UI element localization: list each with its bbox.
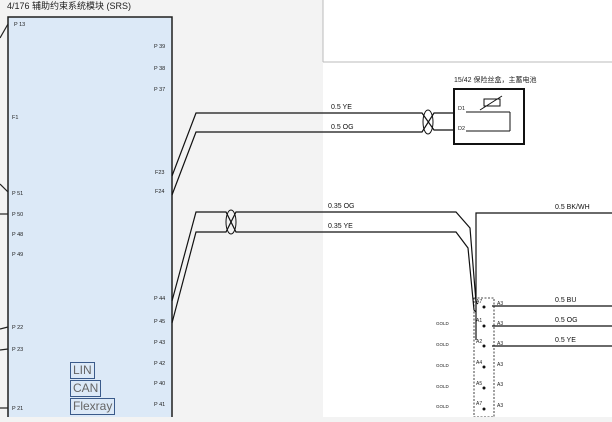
pin-p23: P 23: [12, 347, 23, 353]
pin-p50: P 50: [12, 212, 23, 218]
fuse-pin-d1: D1: [458, 106, 465, 112]
pin-p42: P 42: [154, 361, 165, 367]
conn-row-2-right: A3: [497, 321, 503, 327]
fuse-box-title: 15/42 保险丝盒，主蓄电池: [454, 75, 536, 84]
conn-row-5-right: A3: [497, 382, 503, 388]
pin-p45: P 45: [154, 319, 165, 325]
wire-label-035-ye: 0.35 YE: [328, 223, 353, 230]
conn-row-4-left: A4: [476, 360, 482, 366]
wire-label-bkwh: 0.5 BK/WH: [555, 204, 590, 211]
twist-marker-2: [225, 209, 237, 235]
connector-pins: [482, 305, 486, 411]
pin-p48: P 48: [12, 232, 23, 238]
pin-p39: P 39: [154, 44, 165, 50]
gold-label-1: GOLD: [436, 321, 450, 326]
conn-row-3-right: A3: [497, 341, 503, 347]
left-stubs: [0, 23, 9, 409]
paper-area: [323, 0, 612, 62]
twist-marker-1: [422, 109, 434, 135]
pin-p40: P 40: [154, 381, 165, 387]
fuse-pin-d2: D2: [458, 126, 465, 132]
wire-label-ye-2: 0.5 YE: [555, 337, 576, 344]
fuse-box: [453, 88, 525, 145]
conn-row-6-left: A7: [476, 401, 482, 407]
pin-p37: P 37: [154, 87, 165, 93]
wire-label-og-2: 0.5 OG: [555, 317, 578, 324]
wire-pair-fuse: [171, 112, 454, 196]
gold-label-2: GOLD: [436, 342, 450, 347]
pin-p13: P 13: [14, 22, 25, 28]
pin-p41: P 41: [154, 402, 165, 408]
flexray-bus-label: Flexray: [70, 398, 116, 415]
gold-label-5: GOLD: [436, 404, 450, 409]
wire-label-035-og: 0.35 OG: [328, 203, 354, 210]
can-bus-label: CAN: [70, 380, 102, 397]
pin-p21: P 21: [12, 406, 23, 412]
pin-p43: P 43: [154, 340, 165, 346]
pin-f24: F24: [155, 189, 164, 195]
gold-label-3: GOLD: [436, 363, 450, 368]
srs-module-box: [7, 16, 173, 422]
wire-pair-connector: [171, 211, 479, 324]
module-title: 4/176 辅助约束系统模块 (SRS): [7, 1, 132, 11]
conn-row-1-left: A7: [476, 299, 482, 305]
gold-label-4: GOLD: [436, 384, 450, 389]
conn-row-2-left: A1: [476, 318, 482, 324]
pin-f1: F1: [12, 115, 18, 121]
wire-label-bu: 0.5 BU: [555, 297, 576, 304]
conn-row-4-right: A3: [497, 362, 503, 368]
pin-p38: P 38: [154, 66, 165, 72]
conn-row-6-right: A3: [497, 403, 503, 409]
lin-bus-label: LIN: [70, 362, 95, 379]
pin-p22: P 22: [12, 325, 23, 331]
pin-p51: P 51: [12, 191, 23, 197]
conn-row-3-left: A2: [476, 339, 482, 345]
conn-row-1-right: A3: [497, 301, 503, 307]
wire-label-og: 0.5 OG: [331, 124, 354, 131]
wire-label-ye: 0.5 YE: [331, 104, 352, 111]
pin-p49: P 49: [12, 252, 23, 258]
pin-p44: P 44: [154, 296, 165, 302]
fuse-symbol: [466, 95, 511, 132]
conn-row-5-left: A5: [476, 381, 482, 387]
pin-f23: F23: [155, 170, 164, 176]
